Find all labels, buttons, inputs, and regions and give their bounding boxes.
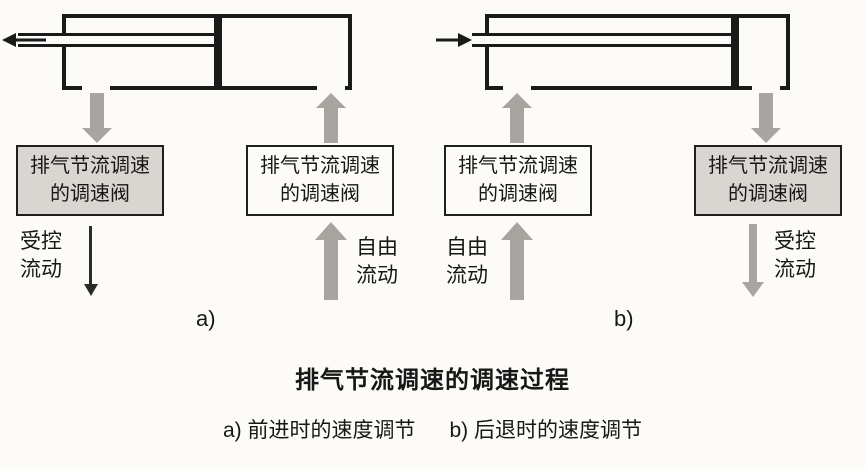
port-flow-arrow-b-right-down-icon xyxy=(751,93,781,143)
cylinder-b xyxy=(436,14,790,90)
free-flow-arrow-b-up-icon xyxy=(501,222,533,302)
diagram-label-a: a) xyxy=(196,306,216,331)
arrow-shaft xyxy=(90,93,104,128)
valve-box-b-right: 排气节流调速的调速阀 xyxy=(694,145,842,217)
arrow-head xyxy=(751,128,781,143)
arrow-head xyxy=(502,93,532,108)
motion-arrow-left-icon xyxy=(2,33,16,47)
cylinder-b-body xyxy=(485,14,790,90)
flow-label-b-right: 受控流动 xyxy=(774,230,816,281)
cylinder-a xyxy=(2,14,352,90)
arrow-head xyxy=(501,222,533,240)
port-flow-arrow-a-right-up-icon xyxy=(316,93,346,143)
motion-arrow-right-icon xyxy=(458,33,472,47)
diagram-label-b: b) xyxy=(614,306,634,331)
figure-caption-b: b) 后退时的速度调节 xyxy=(449,419,643,442)
flow-label-a-left: 受控流动 xyxy=(20,230,62,281)
figure-title: 排气节流调速的调速过程 xyxy=(295,367,570,394)
port-flow-arrow-a-left-down-icon xyxy=(82,93,112,143)
free-flow-arrow-a-up-icon xyxy=(315,222,347,302)
valve-box-b-left: 排气节流调速的调速阀 xyxy=(444,145,592,217)
arrow-shaft xyxy=(324,108,338,143)
piston-rod-b-fill xyxy=(472,33,735,47)
arrow-head xyxy=(742,282,764,297)
arrow-head xyxy=(84,284,98,296)
piston-rod-b xyxy=(472,33,735,47)
arrow-shaft xyxy=(510,240,524,300)
valve-box-a-left: 排气节流调速的调速阀 xyxy=(16,145,164,217)
arrow-head xyxy=(82,128,112,143)
port-flow-arrow-b-left-up-icon xyxy=(502,93,532,143)
controlled-flow-arrow-b-down-icon xyxy=(742,224,764,298)
controlled-flow-arrow-a-down-icon xyxy=(83,226,99,298)
figure-caption-a: a) 前进时的速度调节 xyxy=(222,419,416,442)
flow-label-b-left: 自由流动 xyxy=(446,236,488,287)
flow-label-a-right: 自由流动 xyxy=(356,236,398,287)
arrow-shaft xyxy=(324,240,338,300)
arrow-head xyxy=(316,93,346,108)
arrow-shaft xyxy=(89,226,92,284)
piston-rod-a-fill xyxy=(18,33,218,47)
figure-caption: a) 前进时的速度调节 b) 后退时的速度调节 xyxy=(0,414,865,444)
valve-box-a-right: 排气节流调速的调速阀 xyxy=(246,145,394,217)
arrow-head xyxy=(315,222,347,240)
arrow-shaft xyxy=(510,108,524,143)
arrow-shaft xyxy=(759,93,773,128)
arrow-shaft xyxy=(749,224,757,282)
cylinder-a-body xyxy=(62,14,352,90)
piston-rod-a xyxy=(18,33,216,47)
